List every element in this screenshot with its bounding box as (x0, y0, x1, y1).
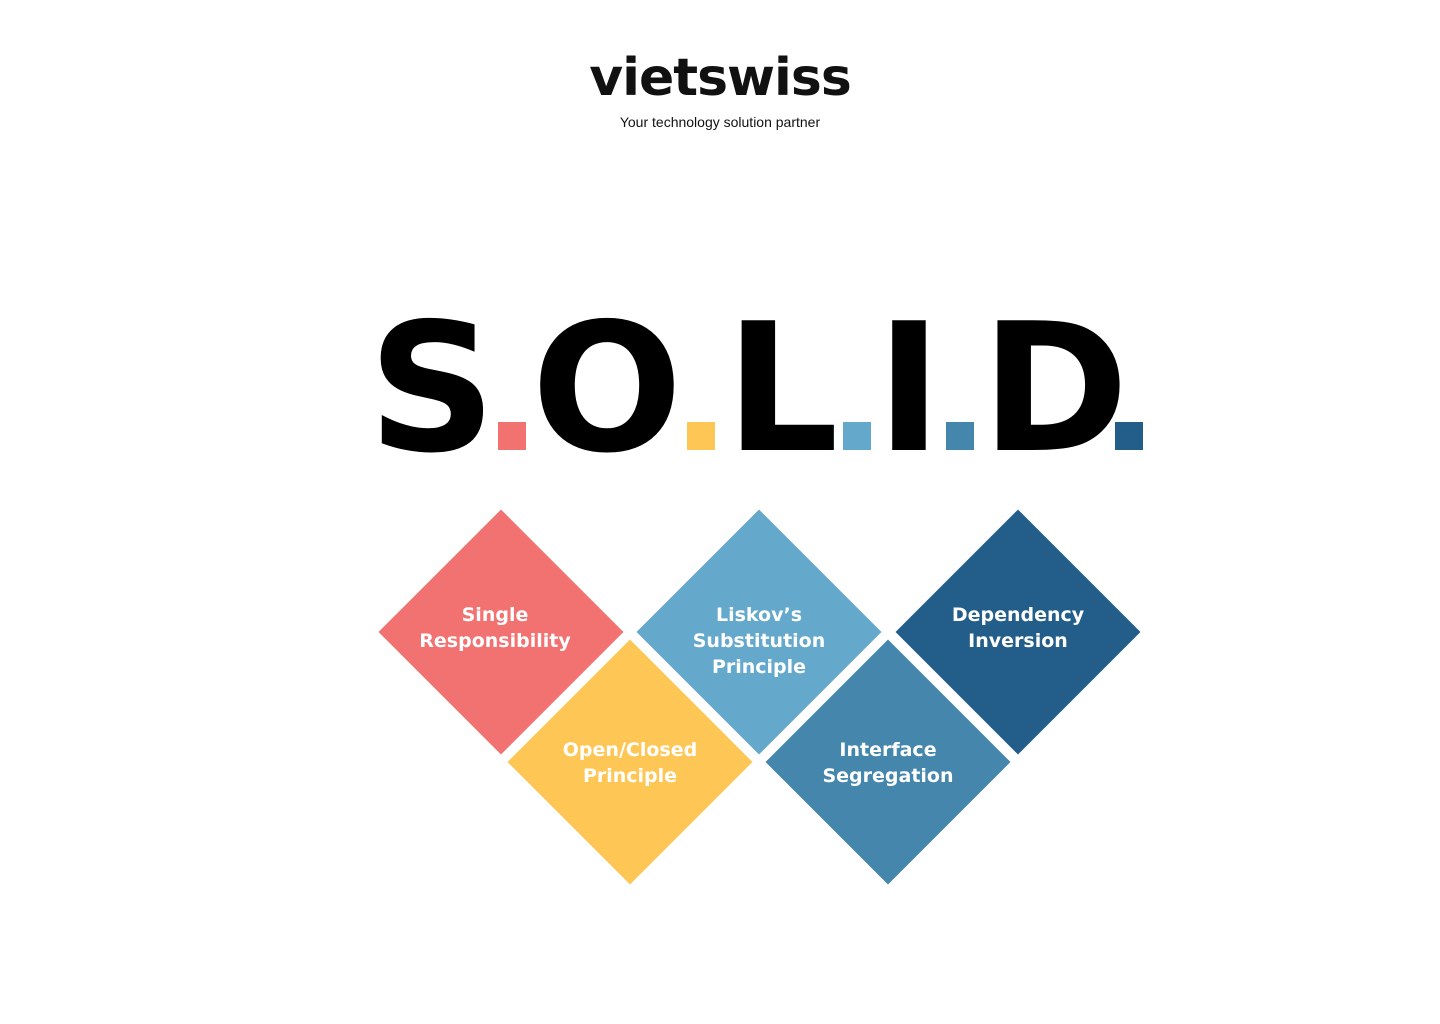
tile-label-line: Principle (583, 765, 677, 787)
tile-label-line: Liskov’s (716, 604, 802, 626)
letter-dot-l (843, 422, 871, 450)
letter-dot-s (498, 422, 526, 450)
brand-logo: vietswiss (589, 48, 852, 108)
tile-label-line: Dependency (952, 604, 1085, 626)
tile-diamond (758, 632, 1018, 892)
principle-tiles: SingleResponsibilityLiskov’sSubstitution… (371, 502, 1148, 892)
brand-header: vietswiss Your technology solution partn… (0, 48, 1440, 130)
tile-diamond (629, 502, 889, 762)
tile-label-line: Segregation (822, 765, 953, 787)
tile-label-line: Substitution (693, 630, 826, 652)
letter-d: D (981, 285, 1129, 492)
tile-diamond (371, 502, 631, 762)
tile-label-line: Open/Closed (563, 739, 697, 761)
tile-label-line: Inversion (968, 630, 1068, 652)
tile-label-line: Interface (839, 739, 936, 761)
letter-dot-d (1115, 422, 1143, 450)
letter-l: L (725, 285, 838, 492)
tile-label-line: Principle (712, 656, 806, 678)
letter-dot-i (946, 422, 974, 450)
letter-i: I (876, 285, 942, 492)
letter-s: S (368, 285, 496, 492)
tile-label-line: Single (462, 604, 529, 626)
letter-dot-o (687, 422, 715, 450)
brand-tagline: Your technology solution partner (619, 114, 821, 130)
tile-diamond (500, 632, 760, 892)
letter-o: O (531, 285, 682, 492)
tile-diamond (888, 502, 1148, 762)
tile-label-line: Responsibility (419, 630, 571, 652)
